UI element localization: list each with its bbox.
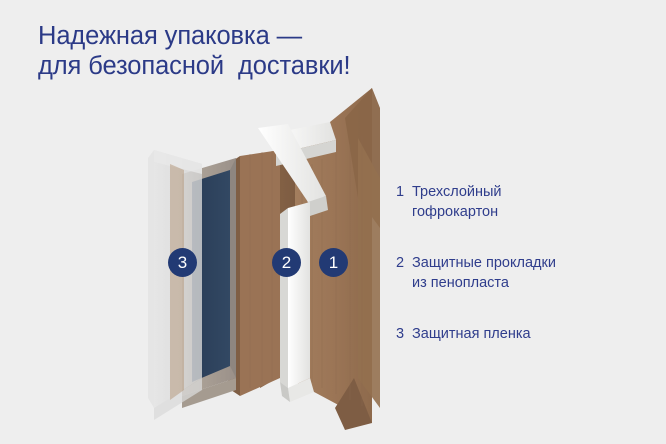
- diagram-badge-1[interactable]: 1: [319, 248, 348, 277]
- diagram-badge-3[interactable]: 3: [168, 248, 197, 277]
- legend-item-3: 3 Защитная пленка: [396, 324, 646, 344]
- legend-item-2-number: 2: [396, 255, 405, 271]
- layer-cardboard-lip: [170, 164, 184, 400]
- title-line-2: для безопасной доставки!: [38, 52, 351, 80]
- layer-foam-pad-top: [258, 122, 336, 216]
- layer-foam-pad-vertical: [280, 202, 314, 402]
- legend-item-1-number: 1: [396, 184, 405, 200]
- legend: 1 Трехслойный гофрокартон 2 Защитные про…: [396, 182, 646, 375]
- page-title: Надежная упаковка — для безопасной доста…: [38, 21, 458, 81]
- title-line-1: Надежная упаковка —: [38, 22, 303, 50]
- legend-item-1: 1 Трехслойный гофрокартон: [396, 182, 646, 222]
- legend-item-1-label: Трехслойный гофрокартон: [412, 184, 502, 220]
- legend-item-2-label: Защитные прокладки из пенопласта: [412, 255, 556, 291]
- legend-item-3-label: Защитная пленка: [412, 326, 531, 342]
- legend-item-2: 2 Защитные прокладки из пенопласта: [396, 253, 646, 293]
- diagram-badge-2[interactable]: 2: [272, 248, 301, 277]
- legend-item-3-number: 3: [396, 326, 405, 342]
